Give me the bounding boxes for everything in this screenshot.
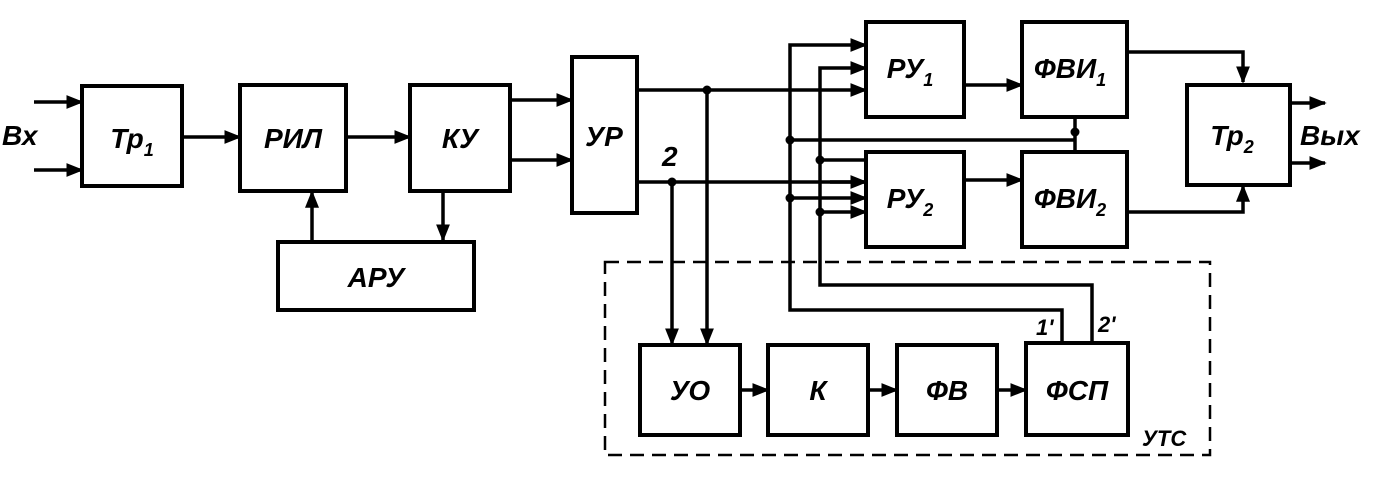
block-uo: УО [638,343,742,437]
junction-dot [702,85,712,95]
block-ku-label: КУ [442,123,480,154]
block-ru2: РУ2 [864,150,966,249]
block-ku: КУ [408,83,512,193]
block-fvi2-label: ФВИ2 [1034,183,1106,220]
junction-dot [785,193,795,203]
block-tr1: Тр1 [80,84,184,188]
node-label-2p: 2' [1097,312,1116,337]
block-aru-label: АРУ [347,262,407,293]
block-ru1: РУ1 [864,20,966,119]
fvi1-to-tr2 [1127,50,1250,84]
junction-dots [667,85,1080,217]
block-aru: АРУ [276,240,476,312]
bus-1p [788,38,1064,343]
block-tr2: Тр2 [1185,83,1292,187]
block-fsp: ФСП [1024,341,1130,437]
bus-2p [818,61,1094,343]
uts-group-boundary [603,260,1212,457]
block-ru2-label: РУ2 [887,183,934,220]
block-fvi1: ФВИ1 [1020,20,1129,119]
uts-group-label: УТС [1142,426,1187,451]
junction-dot [815,207,825,217]
block-tr2-label: Тр2 [1210,120,1254,157]
block-ril: РИЛ [238,83,348,193]
block-k: К [766,343,870,437]
block-fv: ФВ [895,343,999,437]
output-label: Вых [1300,120,1361,151]
node-label-1p: 1' [1036,315,1054,340]
connections [34,38,1327,397]
block-ril-label: РИЛ [264,123,323,154]
block-uo-label: УО [670,375,711,406]
block-fsp-label: ФСП [1046,375,1109,406]
junction-dot [815,155,825,165]
block-ur: УР [570,55,639,215]
block-fvi2: ФВИ2 [1020,150,1129,249]
junction-dot [785,135,795,145]
block-k-label: К [809,375,828,406]
block-ru1-label: РУ1 [887,53,934,90]
fvi2-to-tr2 [1127,184,1250,214]
block-fvi1-label: ФВИ1 [1034,53,1106,90]
block-tr1-label: Тр1 [110,123,154,160]
node-label-2: 2 [661,141,678,172]
block-fv-label: ФВ [926,375,968,406]
block-ur-label: УР [585,121,623,152]
junction-dot [1070,127,1080,137]
junction-dot [667,177,677,187]
input-label: Вх [2,120,39,151]
